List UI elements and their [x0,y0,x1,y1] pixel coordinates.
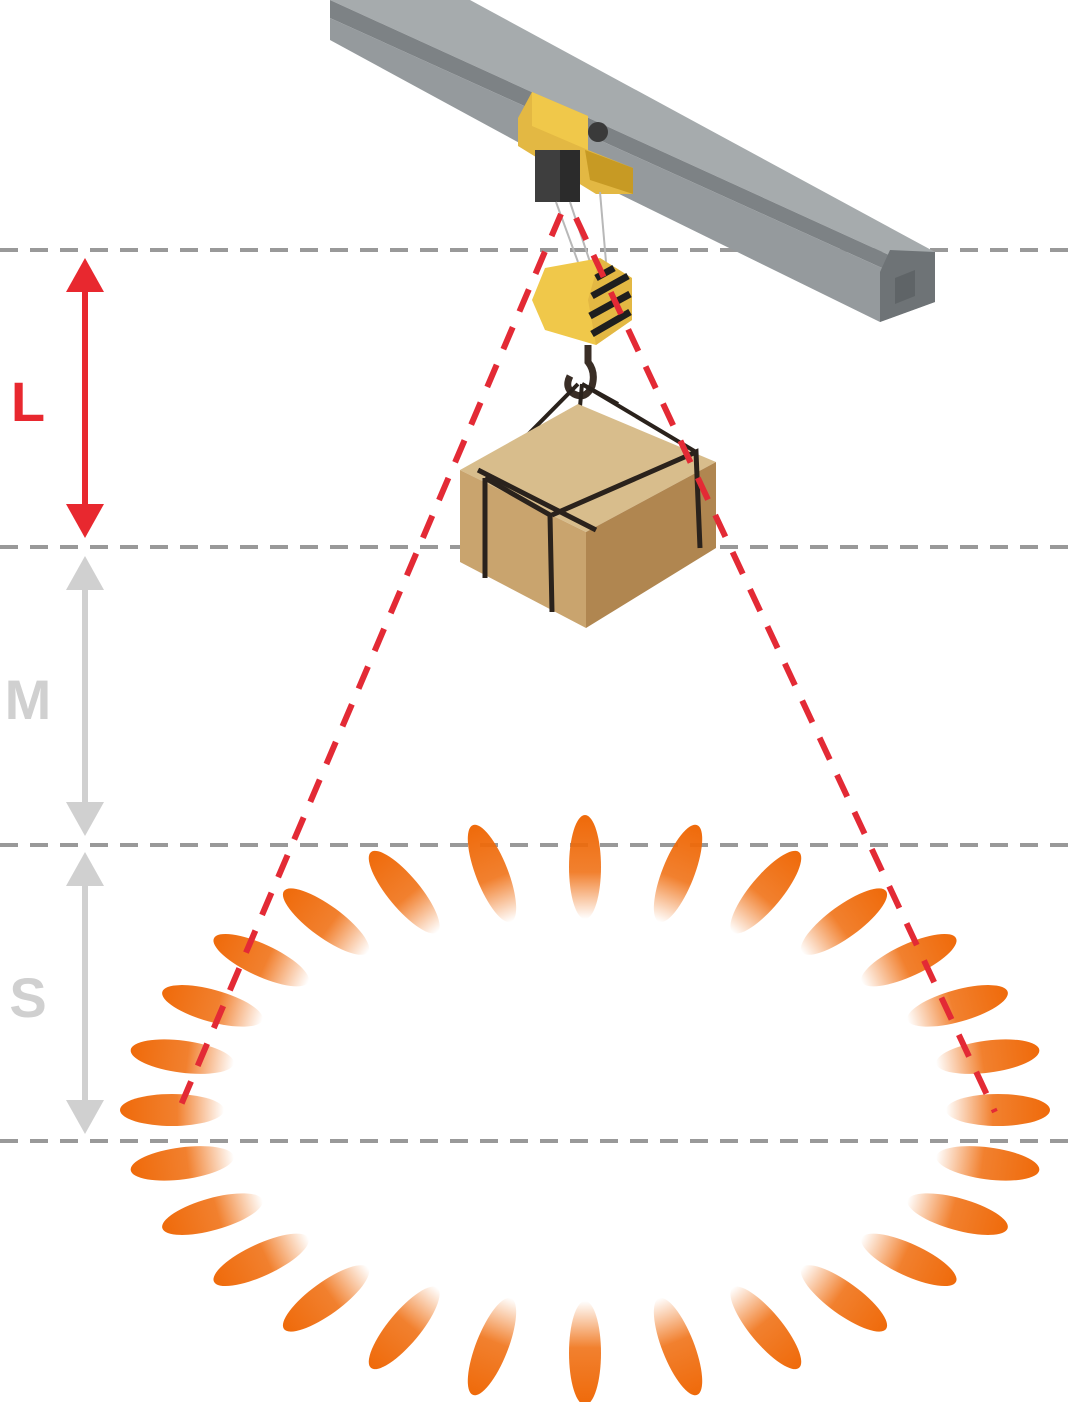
spot-ring-dash [800,1265,888,1332]
spot-ring-dash [653,824,703,923]
zone-boundary-lines [0,248,1069,1143]
trolley-lower [585,150,633,194]
cargo-box-icon [460,404,716,628]
spot-ring-dash [120,1094,224,1126]
spot-ring-dash [653,1297,703,1396]
spot-ring-dash [162,985,263,1027]
light-projection-cone [175,212,998,1114]
spot-ring-dash [368,850,440,934]
zone-S-label: S [9,966,46,1029]
trolley-wheel [588,122,608,142]
spot-ring-dash [162,1193,263,1235]
box-front [460,470,586,628]
zone-M-arrow-down-icon [66,802,104,836]
cone-right-edge [573,216,998,1114]
spot-ring-dash [907,985,1008,1027]
spot-ring-dash [282,1265,370,1332]
spot-ring-dash [213,1233,309,1287]
spot-ring-dash [130,1039,234,1074]
box-side [586,462,716,628]
spot-ring-dash [467,824,517,923]
zone-L-arrow-up-icon [66,258,104,292]
zone-L-dimension: L [11,258,104,538]
warning-spot-ring [120,815,1050,1402]
trolley-face [532,92,588,150]
beam-web [330,0,935,292]
spot-ring-dash [861,1233,957,1287]
spot-ring-dash [130,1146,234,1181]
spot-ring-dash [368,1286,440,1370]
spot-ring-dash [569,815,601,919]
spot-ring-dash [946,1094,1050,1126]
spot-ring-dash [730,1286,802,1370]
overhead-crane-icon [330,0,935,322]
spot-ring-dash [467,1297,517,1396]
zone-S-dimension: S [9,852,104,1134]
spot-ring-dash [861,933,957,987]
spot-ring-dash [213,933,309,987]
zone-L-label: L [11,370,45,433]
beam-end-notch [895,270,915,304]
spot-ring-dash [282,888,370,955]
hook-shank [564,345,597,400]
zone-S-arrow-down-icon [66,1100,104,1134]
zone-M-label: M [5,668,52,731]
cone-left-edge [175,212,564,1114]
zone-M-arrow-up-icon [66,556,104,590]
hoist-motor-shade [560,150,580,202]
spot-ring-dash [936,1146,1040,1181]
zone-S-arrow-up-icon [66,852,104,886]
spot-ring-dash [936,1039,1040,1074]
spot-ring-dash [800,888,888,955]
box-straps [476,448,703,613]
zone-L-arrow-down-icon [66,504,104,538]
spot-ring-dash [907,1193,1008,1235]
crane-hook-icon [532,258,632,400]
zone-M-dimension: M [5,556,104,836]
spot-ring-dash [730,850,802,934]
spot-ring-dash [569,1301,601,1402]
